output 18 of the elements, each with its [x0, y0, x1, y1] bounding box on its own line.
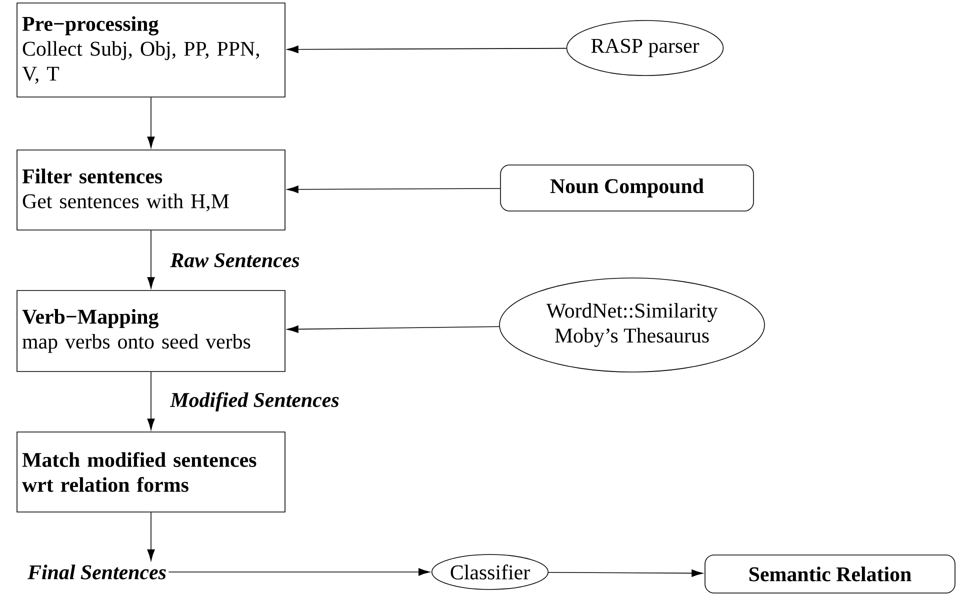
arrow — [147, 372, 155, 430]
edge-label: Raw Sentences — [169, 252, 301, 268]
arrow — [147, 512, 155, 561]
arrow — [168, 568, 430, 576]
output-text: Final Sentences — [28, 564, 166, 580]
process-box: Match modified sentences wrt relation forms — [16, 432, 286, 512]
arrow — [548, 569, 704, 577]
arrow — [287, 46, 567, 54]
arrow — [287, 186, 500, 194]
process-box: Pre−processing Collect Subj, Obj, PP, PPN, V, T — [16, 2, 286, 98]
arrow — [147, 97, 155, 148]
process-box: Verb−Mapping map verbs onto seed verbs — [16, 290, 286, 372]
edge-label: Modified Sentences — [169, 391, 340, 412]
arrow — [287, 325, 500, 333]
input-box: Noun Compound — [500, 164, 754, 212]
output-box: Semantic Relation — [704, 554, 956, 594]
arrow — [147, 230, 155, 288]
process-box: Filter sentences Get sentences with H,M — [16, 150, 286, 230]
